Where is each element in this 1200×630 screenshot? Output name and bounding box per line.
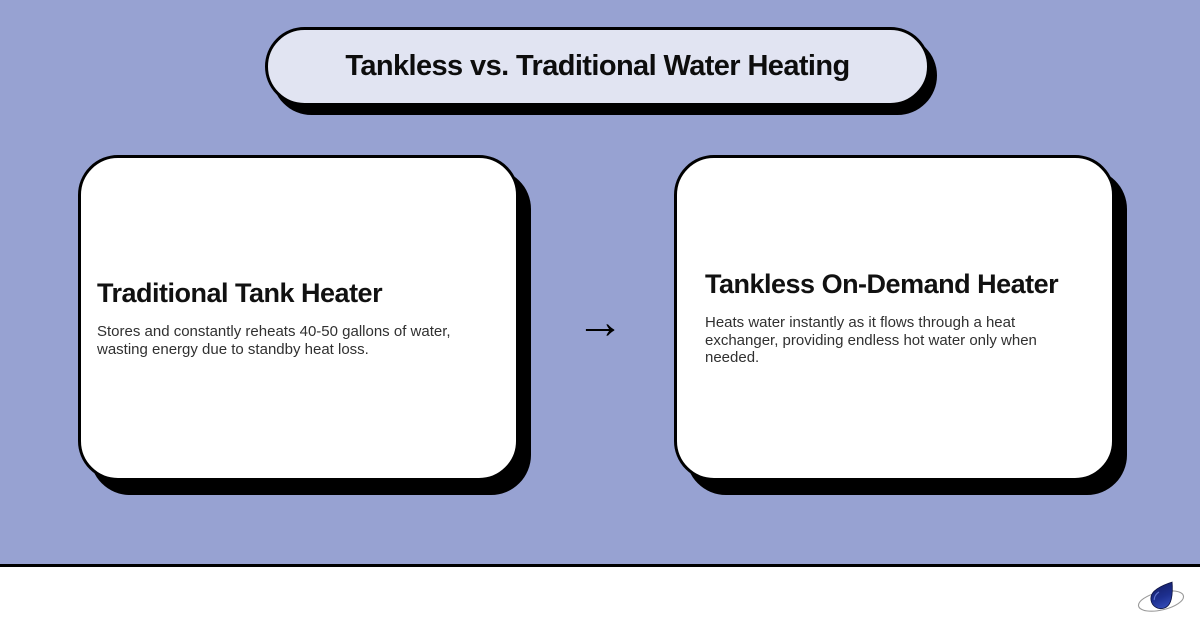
card-description: Heats water instantly as it flows throug… [705,314,1037,367]
title-pill: Tankless vs. Traditional Water Heating [265,27,930,106]
card-title: Traditional Tank Heater [97,278,383,309]
logo-droplet [1150,581,1173,610]
page-title: Tankless vs. Traditional Water Heating [345,50,850,82]
right-arrow-icon: → [576,296,624,349]
card-title: Tankless On-Demand Heater [705,269,1059,300]
card-tankless-on-demand-heater: Tankless On-Demand Heater Heats water in… [674,155,1115,481]
footer-bar [0,564,1200,630]
card-description: Stores and constantly reheats 40-50 gall… [97,323,451,358]
water-drop-logo [1137,581,1185,612]
card-traditional-tank-heater: Traditional Tank Heater Stores and const… [78,155,519,481]
